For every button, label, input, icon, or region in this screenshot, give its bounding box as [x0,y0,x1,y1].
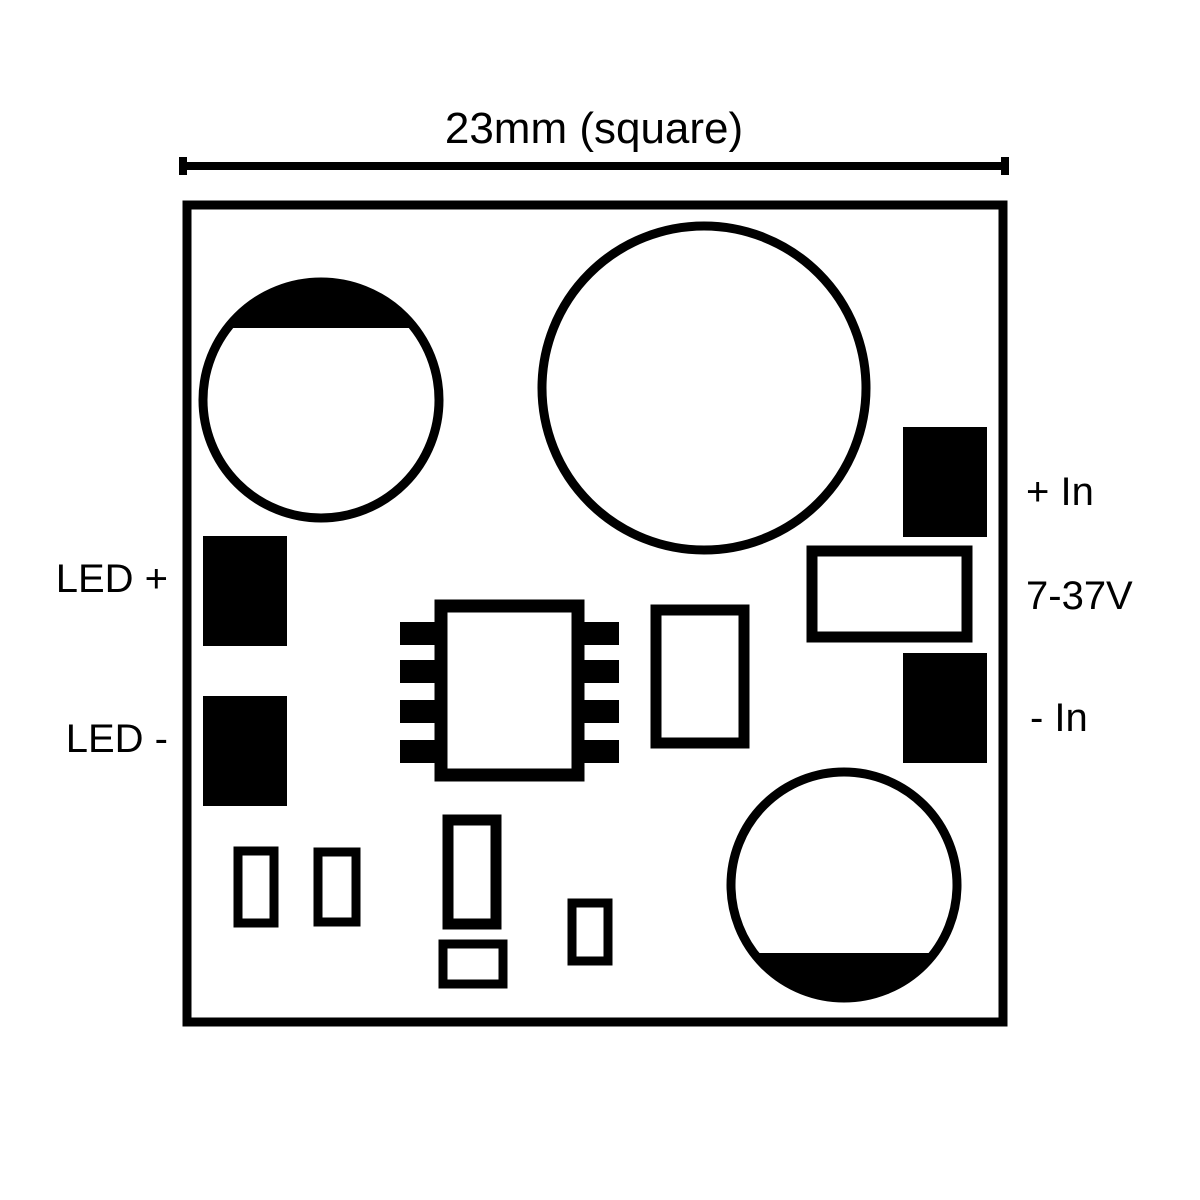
label-input-voltage: 7-37V [1026,574,1133,618]
smd-part-2 [313,847,361,927]
label-input-negative: - In [1030,696,1088,740]
dimension-label: 23mm (square) [445,104,743,153]
dimension-line [179,157,1009,175]
ic-pin-left-1 [400,622,441,645]
smd-part-4 [438,939,508,989]
ic-pin-right-4 [578,740,619,763]
ic-pin-right-2 [578,660,619,683]
ic-pin-left-3 [400,700,441,723]
label-input-positive: + In [1026,470,1094,514]
capacitor-center-body [537,221,871,555]
component-right-of-ic [650,604,750,749]
capacitors [198,221,962,1003]
led-negative-pad [203,696,287,806]
smd-part-5 [567,898,613,966]
capacitor-bottom-right [726,767,962,1003]
ic-pin-left-2 [400,660,441,683]
capacitor-top-left [198,277,444,523]
label-led-positive: LED + [56,557,168,601]
input-negative-pad [903,653,987,763]
ic-chip [400,599,619,782]
ic-pin-right-1 [578,622,619,645]
capacitor-top-left-body [198,277,444,523]
outlined-components [233,545,973,989]
capacitor-center [537,221,871,555]
label-led-negative: LED - [66,717,168,761]
solder-pads [203,427,987,806]
capacitor-bottom-right-body [726,767,962,1003]
component-voltage-regulator [806,545,973,643]
ic-pin-right-3 [578,700,619,723]
board-outline [182,200,1008,1027]
ic-pin-left-4 [400,740,441,763]
led-positive-pad [203,536,287,646]
input-positive-pad [903,427,987,537]
smd-part-1 [233,846,279,928]
ic-body [434,599,585,782]
smd-part-3 [442,814,502,930]
